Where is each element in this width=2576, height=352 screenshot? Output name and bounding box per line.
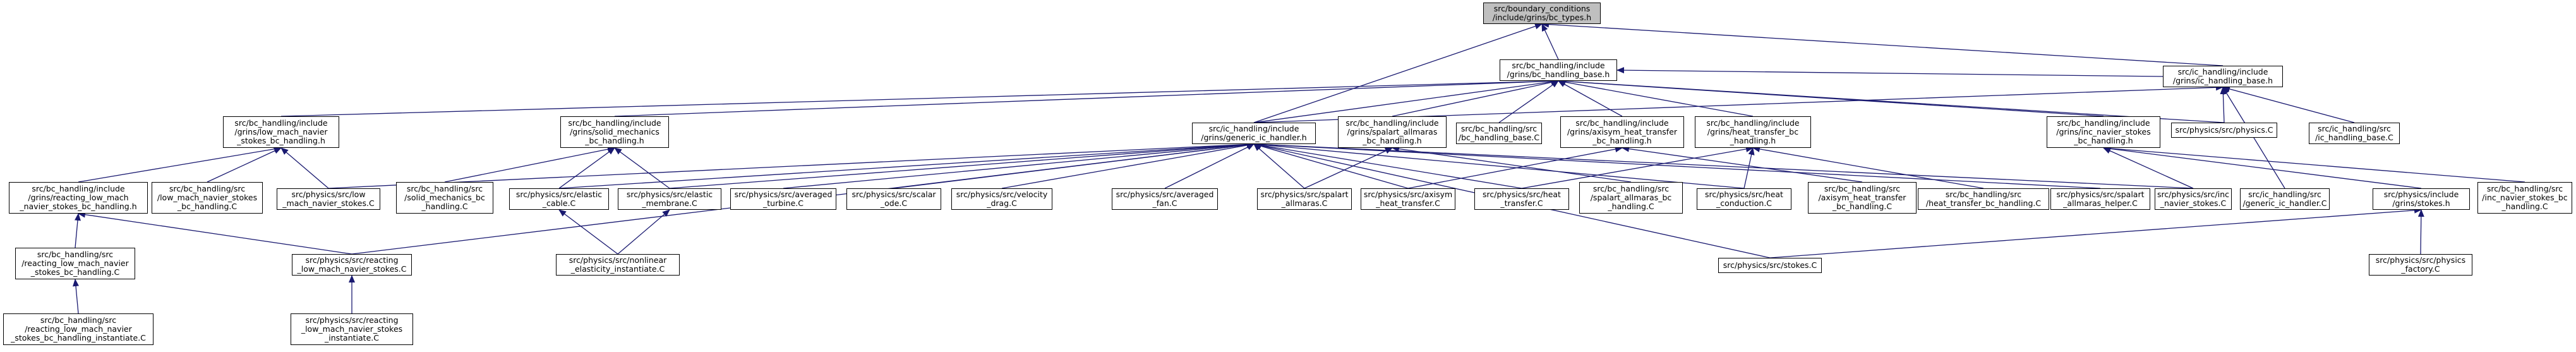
node-reacting-low-mach-navier-stokes-c[interactable]: src/physics/src/reacting _low_mach_navie… bbox=[292, 254, 412, 276]
node-axisym-heat-transfer-c[interactable]: src/physics/src/axisym _heat_transfer.C bbox=[1361, 188, 1455, 210]
node-scalar-ode-c[interactable]: src/physics/src/scalar _ode.C bbox=[846, 188, 941, 210]
node-reacting-low-mach-navier-stokes-instantiate-c[interactable]: src/physics/src/reacting _low_mach_navie… bbox=[291, 313, 413, 345]
edge-n_ic_handling_base-to-n_bc_types bbox=[1541, 21, 2224, 66]
edge-n_solid_mech_bc_c-to-n_solid_mech_bc bbox=[444, 146, 615, 183]
node-reacting-low-mach-bc-handling-c[interactable]: src/bc_handling/src /reacting_low_mach_n… bbox=[15, 248, 135, 279]
node-low-mach-navier-stokes-bc-handling-c[interactable]: src/bc_handling/src /low_mach_navier_sto… bbox=[152, 182, 263, 214]
edge-n_spalart_c-to-n_spalart_bc bbox=[1304, 147, 1393, 189]
node-inc-navier-stokes-bc-handling-h[interactable]: src/bc_handling/include /grins/inc_navie… bbox=[2047, 116, 2160, 148]
node-generic-ic-handler-h[interactable]: src/ic_handling/include /grins/generic_i… bbox=[1192, 123, 1316, 144]
node-reacting-low-mach-bc-handling-instantiate-c[interactable]: src/bc_handling/src /reacting_low_mach_n… bbox=[3, 313, 153, 345]
node-ic-handling-base-c[interactable]: src/ic_handling/src /ic_handling_base.C bbox=[2309, 123, 2400, 144]
edge-n_averaged_turbine-to-n_generic_ic bbox=[783, 142, 1255, 189]
edge-n_generic_ic-to-n_bc_handling_base bbox=[1253, 78, 1559, 123]
edge-n_rlm_bc_h-to-n_lm_navier_bc bbox=[78, 145, 282, 183]
node-physics-factory-c[interactable]: src/physics/src/physics _factory.C bbox=[2369, 254, 2472, 276]
edge-n_lm_navier_bc-to-n_bc_handling_base bbox=[280, 78, 1559, 117]
node-elastic-membrane-c[interactable]: src/physics/src/elastic _membrane.C bbox=[618, 188, 721, 210]
edge-n_physics_c-to-n_ic_handling_base bbox=[2220, 87, 2227, 123]
node-inc-navier-stokes-bc-handling-c[interactable]: src/bc_handling/src /inc_navier_stokes_b… bbox=[2477, 182, 2572, 214]
edge-n_physics_c-to-n_bc_handling_base bbox=[1558, 78, 2225, 123]
edge-n_heat_bc-to-n_bc_handling_base bbox=[1558, 79, 1754, 117]
edge-n_bc_handling_base_c-to-n_bc_handling_base bbox=[1498, 80, 1559, 123]
edge-n_ic_handling_base_c-to-n_ic_handling_base bbox=[2222, 86, 2355, 123]
node-spalart-allmaras-c[interactable]: src/physics/src/spalart _allmaras.C bbox=[1257, 188, 1352, 210]
node-low-mach-navier-stokes-c[interactable]: src/physics/src/low _mach_navier_stokes.… bbox=[277, 188, 380, 210]
node-inc-navier-stokes-c[interactable]: src/physics/src/inc _navier_stokes.C bbox=[2155, 188, 2232, 210]
edge-n_nonlinear_elastic-to-n_elastic_cable bbox=[558, 209, 618, 255]
edge-n_bc_handling_base-to-n_bc_types bbox=[1541, 23, 1559, 60]
edge-n_lm_navier_bc_c-to-n_lm_navier_bc bbox=[207, 147, 282, 183]
node-ic-handling-base-h[interactable]: src/ic_handling/include /grins/ic_handli… bbox=[2163, 66, 2283, 87]
edge-n_elastic_membrane-to-n_solid_mech_bc bbox=[614, 147, 670, 189]
edge-n_spalart_bc-to-n_bc_handling_base bbox=[1392, 79, 1559, 117]
edge-n_axi_heat_bc_c-to-n_axi_heat_bc bbox=[1622, 145, 1863, 183]
node-solid-mechanics-bc-handling-h[interactable]: src/bc_handling/include /grins/solid_mec… bbox=[560, 116, 669, 148]
node-nonlinear-elasticity-instantiate-c[interactable]: src/physics/src/nonlinear _elasticity_in… bbox=[556, 254, 680, 276]
node-elastic-cable-c[interactable]: src/physics/src/elastic _cable.C bbox=[509, 188, 609, 210]
edge-n_nonlinear_elastic-to-n_elastic_membrane bbox=[617, 209, 670, 255]
node-reacting-low-mach-bc-handling-h[interactable]: src/bc_handling/include /grins/reacting_… bbox=[9, 182, 148, 214]
node-heat-transfer-bc-handling-c[interactable]: src/bc_handling/src /heat_transfer_bc_ha… bbox=[1918, 188, 2049, 210]
edge-n_ic_handling_base-to-n_bc_handling_base bbox=[1616, 67, 2164, 77]
node-spalart-allmaras-bc-handling-c[interactable]: src/bc_handling/src /spalart_allmaras_bc… bbox=[1579, 182, 1683, 214]
edge-n_inc_navier_c-to-n_generic_ic bbox=[1253, 141, 2194, 189]
node-generic-ic-handler-c[interactable]: src/ic_handling/src /generic_ic_handler.… bbox=[2240, 188, 2330, 210]
edge-n_low_mach_c-to-n_lm_navier_bc bbox=[280, 147, 329, 189]
edge-n_axi_heat_c-to-n_generic_ic bbox=[1253, 143, 1409, 189]
node-stokes-c[interactable]: src/physics/src/stokes.C bbox=[1718, 258, 1822, 273]
edge-n_low_mach_c-to-n_generic_ic bbox=[328, 141, 1255, 189]
edge-n_averaged_fan-to-n_generic_ic bbox=[1164, 143, 1255, 189]
node-heat-transfer-bc-handling-h[interactable]: src/bc_handling/include /grins/heat_tran… bbox=[1695, 116, 1811, 148]
node-bc-types-h: src/boundary_conditions /include/grins/b… bbox=[1483, 3, 1601, 24]
edge-n_stokes_h-to-n_inc_navier_bc bbox=[2103, 145, 2422, 189]
node-spalart-allmaras-helper-c[interactable]: src/physics/src/spalart _allmaras_helper… bbox=[2050, 188, 2150, 210]
node-solid-mechanics-bc-handling-c[interactable]: src/bc_handling/src /solid_mechanics_bc … bbox=[396, 182, 493, 214]
edge-n_velocity_drag-to-n_generic_ic bbox=[1001, 142, 1255, 189]
node-bc-handling-base-c[interactable]: src/bc_handling/src /bc_handling_base.C bbox=[1456, 123, 1542, 144]
edge-n_axi_heat_bc-to-n_bc_handling_base bbox=[1558, 80, 1623, 117]
edge-n_axi_heat_c-to-n_axi_heat_bc bbox=[1407, 146, 1623, 189]
edge-n_solid_mech_bc-to-n_bc_handling_base bbox=[614, 78, 1559, 117]
edge-n_rlm_bc_c-to-n_rlm_bc_h bbox=[75, 213, 81, 248]
node-axisym-heat-transfer-bc-handling-h[interactable]: src/bc_handling/include /grins/axisym_he… bbox=[1560, 116, 1684, 148]
edge-n_stokes_c-to-n_stokes_h bbox=[1769, 207, 2422, 258]
edge-n_inc_navier_bc_c-to-n_inc_navier_bc bbox=[2103, 145, 2525, 183]
edge-n_elastic_cable-to-n_generic_ic bbox=[558, 141, 1255, 189]
node-bc-handling-base-h[interactable]: src/bc_handling/include /grins/bc_handli… bbox=[1500, 59, 1617, 81]
node-averaged-turbine-c[interactable]: src/physics/src/averaged _turbine.C bbox=[730, 188, 836, 210]
edge-n_elastic_membrane-to-n_generic_ic bbox=[669, 141, 1255, 189]
edge-n_heat_bc_c-to-n_heat_bc bbox=[1752, 145, 1984, 189]
node-velocity-drag-c[interactable]: src/physics/src/velocity _drag.C bbox=[951, 188, 1052, 210]
node-stokes-h[interactable]: src/physics/include /grins/stokes.h bbox=[2373, 188, 2470, 210]
edge-n_rlm_bc_inst-to-n_rlm_bc_c bbox=[73, 279, 79, 314]
edge-n_spalart_c-to-n_generic_ic bbox=[1253, 143, 1305, 189]
node-axisym-heat-transfer-bc-handling-c[interactable]: src/bc_handling/src /axisym_heat_transfe… bbox=[1808, 182, 1917, 214]
node-spalart-allmaras-bc-handling-h[interactable]: src/bc_handling/include /grins/spalart_a… bbox=[1338, 116, 1447, 148]
edge-n_generic_ic-to-n_bc_types bbox=[1253, 23, 1543, 123]
edge-n_heat_conduction_c-to-n_heat_bc bbox=[1743, 147, 1755, 189]
edge-n_elastic_cable-to-n_solid_mech_bc bbox=[558, 147, 615, 189]
node-heat-transfer-c[interactable]: src/physics/src/heat _transfer.C bbox=[1474, 188, 1569, 210]
edge-n_heat_conduction_c-to-n_generic_ic bbox=[1253, 142, 1745, 189]
node-averaged-fan-c[interactable]: src/physics/src/averaged _fan.C bbox=[1112, 188, 1218, 210]
node-physics-c[interactable]: src/physics/src/physics.C bbox=[2171, 123, 2277, 138]
node-heat-conduction-c[interactable]: src/physics/src/heat _conduction.C bbox=[1697, 188, 1791, 210]
edge-n_rlm_c-to-n_rlm_bc_h bbox=[78, 211, 352, 255]
node-low-mach-navier-stokes-bc-handling-h[interactable]: src/bc_handling/include /grins/low_mach_… bbox=[223, 116, 339, 148]
edge-n_heat_transfer_c-to-n_heat_bc bbox=[1521, 145, 1754, 189]
edge-n_generic_ic_c-to-n_ic_handling_base bbox=[2222, 87, 2285, 189]
edge-n_heat_transfer_c-to-n_generic_ic bbox=[1253, 142, 1522, 189]
edge-n_inc_navier_c-to-n_inc_navier_bc bbox=[2103, 147, 2194, 189]
